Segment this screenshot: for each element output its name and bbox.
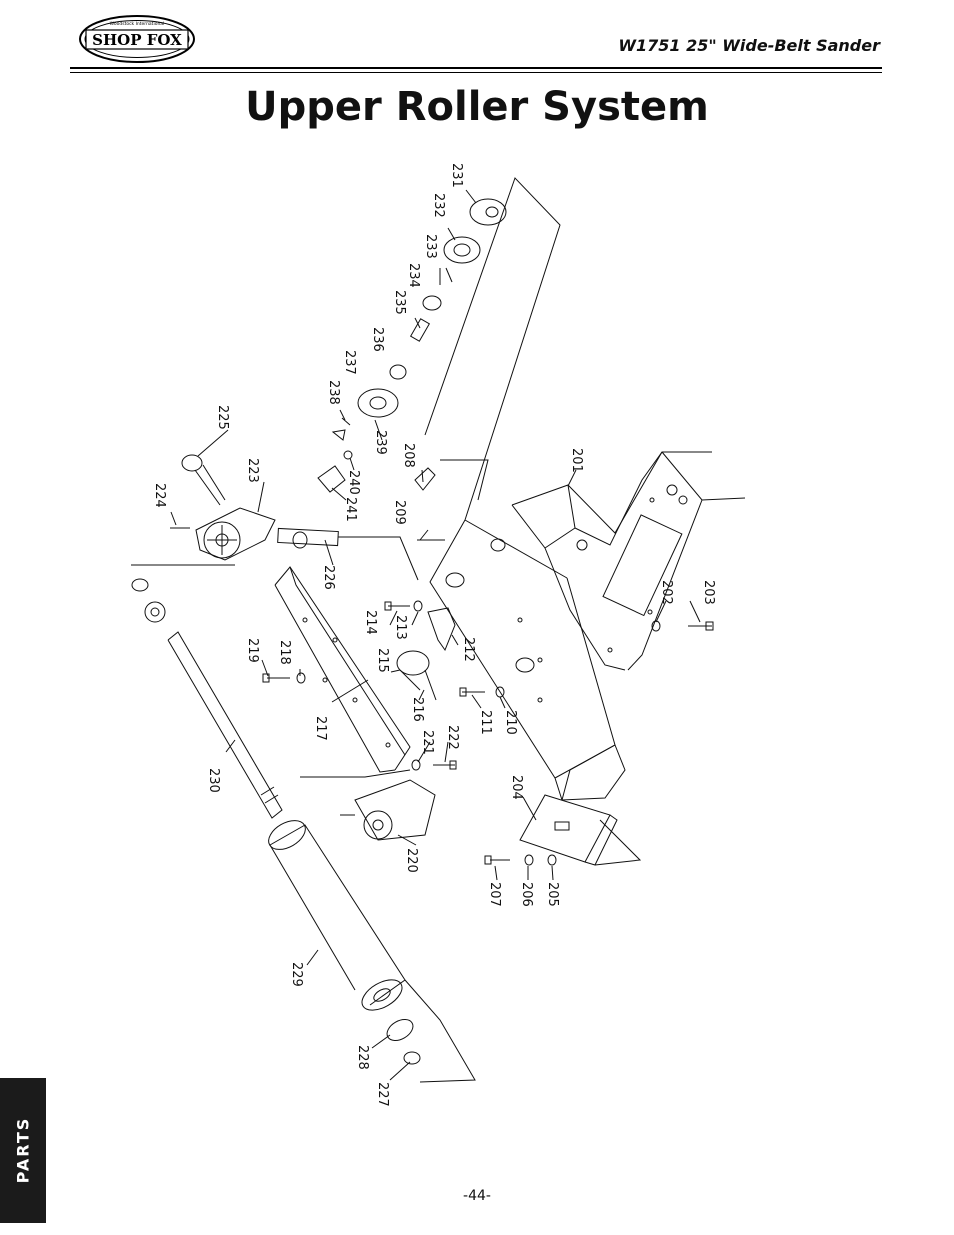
hub-assembly: [331, 198, 507, 441]
fasteners: [170, 417, 714, 866]
side-bar-217: [274, 566, 411, 773]
label-226: 226: [321, 565, 336, 590]
page-number: -44-: [463, 1188, 491, 1204]
label-219: 219: [245, 638, 260, 663]
label-209: 209: [392, 500, 407, 525]
label-230: 230: [206, 768, 221, 793]
label-229: 229: [289, 962, 304, 987]
page-title: Upper Roller System: [245, 84, 709, 130]
label-233: 233: [423, 234, 438, 259]
label-222: 222: [445, 725, 460, 750]
label-218: 218: [277, 640, 292, 665]
header-rule: [70, 67, 882, 69]
label-215: 215: [375, 648, 390, 673]
label-223: 223: [245, 458, 260, 483]
bracket-223: [195, 507, 276, 561]
svg-text:Woodstock International: Woodstock International: [110, 21, 165, 27]
shop-fox-logo: SHOP FOX Woodstock International: [79, 15, 195, 63]
shaft-226: [277, 527, 339, 549]
label-205: 205: [545, 882, 560, 907]
bracket-212: [427, 607, 456, 652]
label-211: 211: [478, 710, 493, 735]
label-234: 234: [406, 263, 421, 288]
label-240: 240: [346, 470, 361, 495]
label-212: 212: [461, 637, 476, 662]
label-235: 235: [392, 290, 407, 315]
label-216: 216: [410, 697, 425, 722]
label-206: 206: [519, 882, 534, 907]
cap-215: [396, 650, 437, 701]
label-236: 236: [370, 327, 385, 352]
label-213: 213: [393, 615, 408, 640]
label-214: 214: [363, 610, 378, 635]
model-title: W1751 25" Wide-Belt Sander: [618, 36, 880, 55]
parts-side-tab: PARTS: [0, 1078, 46, 1223]
label-225: 225: [215, 405, 230, 430]
label-224: 224: [152, 483, 167, 508]
header-rule-thin: [70, 72, 882, 73]
label-210: 210: [503, 710, 518, 735]
block-220: [340, 779, 436, 841]
label-231: 231: [449, 163, 464, 188]
label-204: 204: [509, 775, 524, 800]
side-tab-label: PARTS: [13, 1116, 33, 1184]
label-202: 202: [659, 580, 674, 605]
beam: [424, 177, 626, 801]
clips: [317, 465, 436, 493]
label-221: 221: [420, 730, 435, 755]
label-241: 241: [343, 497, 358, 522]
label-238: 238: [326, 380, 341, 405]
plate-204: [519, 794, 618, 866]
shaft-230: [131, 578, 283, 819]
label-207: 207: [487, 882, 502, 907]
label-208: 208: [401, 443, 416, 468]
label-232: 232: [431, 193, 446, 218]
label-237: 237: [342, 350, 357, 375]
label-201: 201: [569, 448, 584, 473]
label-203: 203: [701, 580, 716, 605]
label-227: 227: [375, 1082, 390, 1107]
knob-225: [181, 454, 226, 506]
label-217: 217: [313, 716, 328, 741]
leader-lines: [170, 189, 701, 1081]
frame-201: [511, 451, 746, 671]
svg-text:SHOP FOX: SHOP FOX: [92, 31, 182, 49]
assembly-lines: [131, 459, 642, 1083]
label-239: 239: [373, 430, 388, 455]
label-228: 228: [355, 1045, 370, 1070]
label-220: 220: [404, 848, 419, 873]
part-labels: 201 202 203 204 205 206 207 208 209 210 …: [152, 163, 716, 1107]
roller-229: [268, 820, 421, 1065]
